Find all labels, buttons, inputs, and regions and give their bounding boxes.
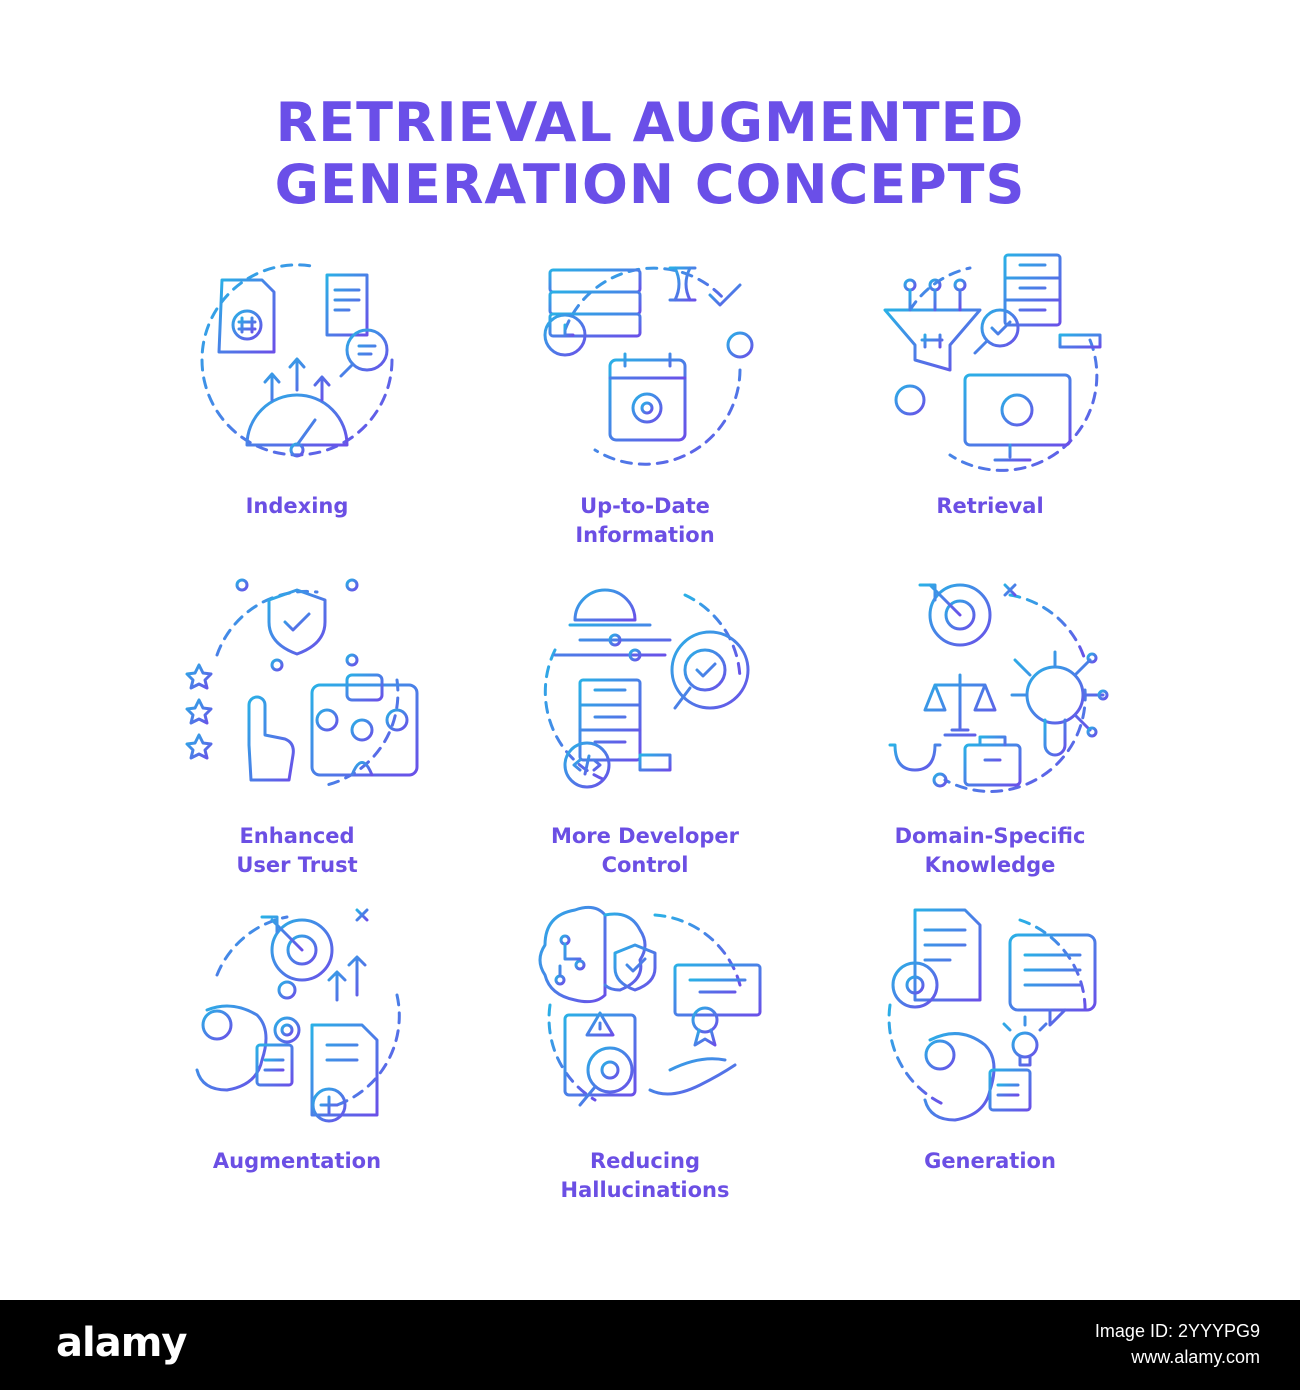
concept-label: Retrieval xyxy=(936,494,1044,518)
retrieval-icon xyxy=(883,253,1102,472)
concept-label: Generation xyxy=(924,1149,1056,1173)
reducing-hallucinations-icon xyxy=(538,905,762,1107)
concept-generation: Generation xyxy=(860,895,1120,1176)
domain-specific-knowledge-icon xyxy=(888,583,1109,793)
brand-logo: alamy xyxy=(56,1320,187,1366)
concept-label: Augmentation xyxy=(212,1149,382,1173)
concept-augmentation: Augmentation xyxy=(167,895,427,1176)
indexing-icon xyxy=(200,263,394,458)
up-to-date-information-icon xyxy=(543,266,754,466)
generation-icon xyxy=(887,908,1097,1122)
augmentation-icon xyxy=(195,908,401,1123)
developer-control-icon xyxy=(543,588,750,789)
concept-indexing: Indexing xyxy=(167,240,427,521)
site-url: www.alamy.com xyxy=(1131,1347,1260,1367)
footer-bar: alamy Image ID: 2YYYPG9 www.alamy.com xyxy=(0,1300,1300,1390)
concept-retrieval: Retrieval xyxy=(860,240,1120,521)
image-meta: Image ID: 2YYYPG9 www.alamy.com xyxy=(1095,1318,1260,1370)
enhanced-user-trust-icon xyxy=(185,578,419,787)
image-id: Image ID: 2YYYPG9 xyxy=(1094,1321,1260,1341)
concept-label: Indexing xyxy=(245,494,349,518)
